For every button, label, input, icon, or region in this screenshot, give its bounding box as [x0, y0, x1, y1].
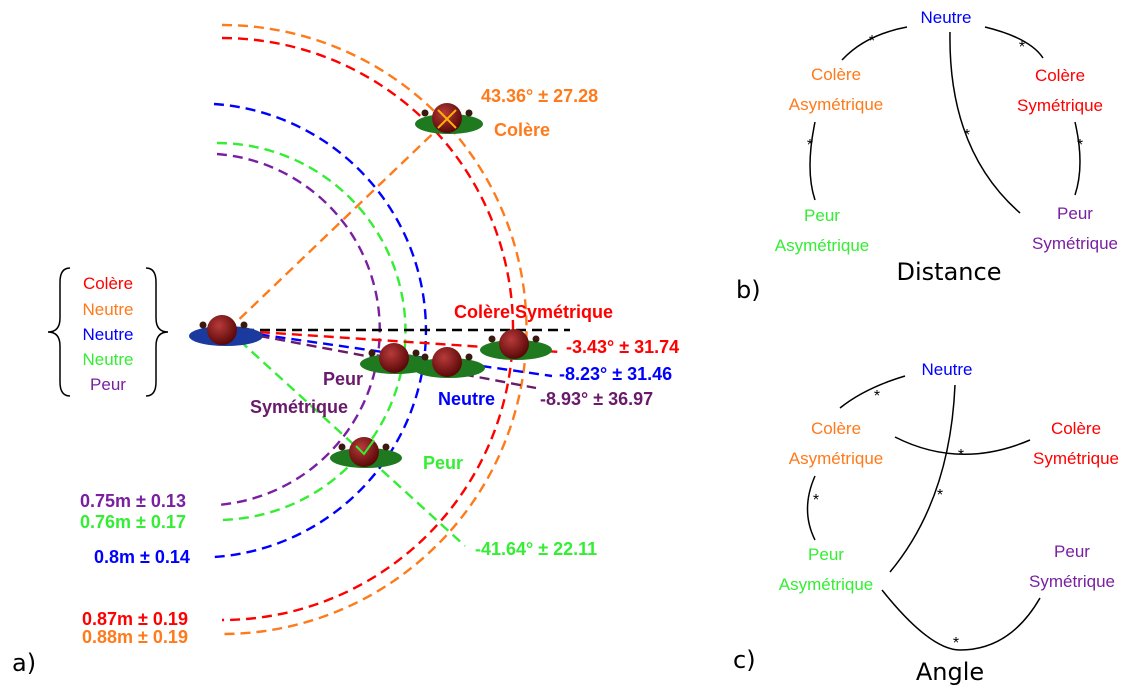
significance-star: *	[937, 487, 943, 504]
agent-origin	[189, 315, 263, 346]
legend-item: Neutre	[82, 350, 133, 369]
link-neutre-colere-asym	[841, 26, 908, 61]
condition-labels: 43.36° ± 27.28 Colère Colère Symétrique …	[250, 86, 679, 559]
arc-orange	[221, 23, 528, 636]
angle-colere: 43.36° ± 27.28	[481, 86, 598, 106]
node-colere-asym-2: Asymétrique	[789, 449, 883, 468]
node-peur-sym-1: Peur	[1057, 204, 1093, 223]
node-colere-asym-1: Colère	[811, 419, 861, 438]
label-colere: Colère	[494, 120, 550, 140]
node-peur-sym-2: Symétrique	[1029, 572, 1115, 591]
panel-a: Colère Neutre Neutre Neutre Peur 43.36° …	[12, 23, 679, 677]
panel-b-links	[809, 26, 1081, 214]
link-neutre-peur-asym	[889, 384, 956, 573]
node-colere-sym-1: Colère	[1035, 66, 1085, 85]
label-peur-sym-1: Peur	[323, 369, 363, 389]
node-colere-asym-2: Asymétrique	[789, 95, 883, 114]
legend-item: Colère	[83, 274, 133, 293]
node-colere-sym-1: Colère	[1051, 419, 1101, 438]
link-peur-asym-peur-sym	[881, 589, 1041, 651]
significance-star: *	[874, 388, 880, 405]
arc-red	[221, 36, 515, 622]
node-neutre: Neutre	[920, 8, 971, 27]
panel-c-stars: * * * * *	[813, 388, 964, 652]
significance-star: *	[964, 127, 970, 144]
panel-b-stars: * * * * *	[807, 33, 1083, 154]
panel-b: * * * * * Neutre Colère Asymétrique Colè…	[736, 8, 1118, 304]
agent-colere-sym	[480, 329, 552, 360]
label-peur: Peur	[423, 453, 463, 473]
link-colere-asym-peur-asym	[806, 475, 816, 541]
link-colere-asym-peur-asym	[809, 121, 816, 201]
panel-b-nodes: Neutre Colère Asymétrique Colère Symétri…	[775, 8, 1118, 255]
node-peur-asym-1: Peur	[804, 206, 840, 225]
panel-c-links	[806, 375, 1041, 651]
angle-peur-sym: -8.93° ± 36.97	[540, 389, 653, 409]
legend-item: Neutre	[82, 300, 133, 319]
distance-blue: 0.8m ± 0.14	[94, 547, 190, 567]
angle-peur: -41.64° ± 22.11	[475, 539, 597, 559]
panel-b-label: b)	[736, 276, 761, 304]
node-colere-sym-2: Symétrique	[1017, 96, 1103, 115]
distance-green: 0.76m ± 0.17	[80, 512, 186, 532]
link-neutre-colere-sym	[984, 26, 1044, 59]
legend-list: Colère Neutre Neutre Neutre Peur	[82, 274, 133, 394]
label-neutre: Neutre	[438, 389, 495, 409]
line-peur-sym	[227, 328, 537, 390]
node-peur-asym-2: Asymétrique	[775, 236, 869, 255]
node-peur-asym-2: Asymétrique	[779, 575, 873, 594]
significance-star: *	[958, 447, 964, 464]
panel-b-title: Distance	[897, 258, 1002, 286]
label-peur-sym-2: Symétrique	[250, 397, 348, 417]
panel-c: * * * * * Neutre Colère Asymétrique Colè…	[733, 360, 1119, 686]
legend-item: Neutre	[82, 325, 133, 344]
panel-c-label: c)	[733, 646, 756, 674]
node-colere-asym-1: Colère	[811, 65, 861, 84]
link-colere-sym-peur-sym	[1074, 121, 1081, 196]
significance-star: *	[807, 137, 813, 154]
legend-item: Peur	[90, 375, 126, 394]
distance-labels: 0.75m ± 0.13 0.76m ± 0.17 0.8m ± 0.14 0.…	[80, 491, 190, 647]
agent-peur	[330, 437, 402, 468]
node-colere-sym-2: Symétrique	[1033, 449, 1119, 468]
significance-star: *	[1077, 137, 1083, 154]
distance-red: 0.87m ± 0.19	[82, 609, 188, 629]
angle-colere-sym: -3.43° ± 31.74	[566, 337, 679, 357]
panel-a-label: a)	[12, 649, 36, 677]
distance-orange: 0.88m ± 0.19	[82, 627, 188, 647]
line-peur	[227, 329, 466, 547]
link-neutre-peur-sym	[949, 31, 1021, 214]
legend-braces	[47, 267, 169, 397]
node-peur-asym-1: Peur	[808, 545, 844, 564]
arc-green	[216, 141, 407, 522]
agent-neutre	[413, 347, 485, 378]
angle-neutre: -8.23° ± 31.46	[559, 364, 672, 384]
panel-c-title: Angle	[916, 658, 984, 686]
agent-colere	[415, 103, 483, 134]
panel-c-nodes: Neutre Colère Asymétrique Colère Symétri…	[779, 360, 1119, 594]
significance-star: *	[1019, 39, 1025, 56]
link-neutre-colere-asym	[839, 375, 906, 409]
node-peur-sym-1: Peur	[1054, 542, 1090, 561]
significance-star: *	[953, 635, 959, 652]
link-colere-asym-colere-sym	[894, 436, 1031, 456]
significance-star: *	[813, 492, 819, 509]
label-colere-sym: Colère Symétrique	[454, 302, 613, 322]
line-colere	[227, 119, 448, 331]
node-peur-sym-2: Symétrique	[1032, 234, 1118, 253]
distance-purple: 0.75m ± 0.13	[80, 491, 186, 511]
significance-star: *	[869, 33, 875, 50]
node-neutre: Neutre	[921, 360, 972, 379]
